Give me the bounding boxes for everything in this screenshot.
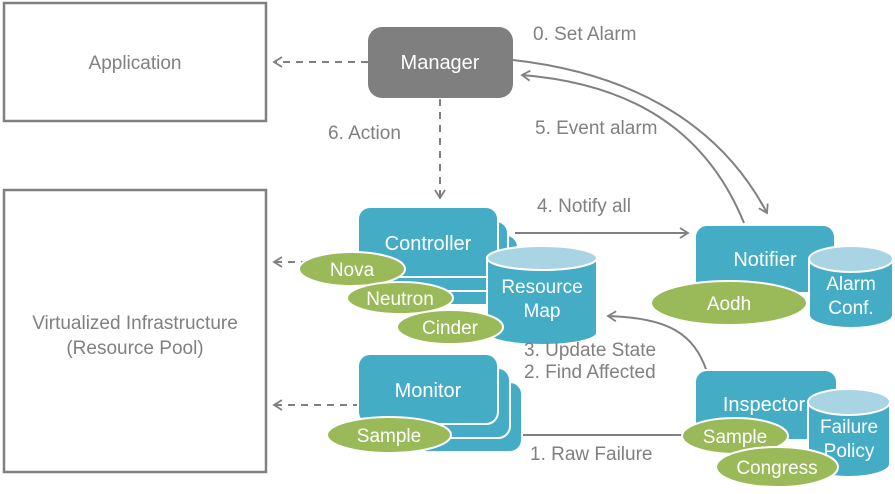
manager-to-notifier-set-alarm-arrow [512, 59, 769, 215]
nova-label: Nova [330, 260, 375, 281]
nova-plugin: Nova [298, 251, 406, 287]
aodh-ellipse [650, 280, 808, 326]
alarm-conf-label-line2: Conf. [828, 298, 873, 319]
aodh-plugin: Aodh [650, 280, 808, 326]
application-rect [2, 1, 268, 123]
cinder-plugin: Cinder [396, 309, 504, 345]
flow-label-find-affected: 2. Find Affected [524, 362, 656, 383]
cinder-label: Cinder [422, 318, 479, 339]
controller-label: Controller [385, 233, 472, 255]
virtualized-infrastructure-rect [2, 188, 268, 474]
cinder-ellipse [396, 309, 504, 345]
flow-label-notify-all: 4. Notify all [537, 196, 631, 217]
virtualized-infrastructure-label-line2: (Resource Pool) [66, 338, 203, 359]
congress-plugin: Congress [715, 446, 839, 488]
virtualized-infrastructure-box: Virtualized Infrastructure (Resource Poo… [2, 188, 268, 474]
neutron-ellipse [346, 281, 454, 315]
notifier-label: Notifier [733, 249, 797, 271]
inspector-to-resource-map-arrow [606, 310, 708, 373]
monitor-sample-label: Sample [357, 426, 421, 447]
failure-policy-cylinder-top [807, 388, 891, 416]
alarm-conf-datastore: Alarm Conf. [808, 245, 894, 329]
resource-map-datastore: Resource Map [486, 245, 598, 346]
failure-policy-label-line2: Policy [824, 441, 875, 462]
notifier-to-manager-event-alarm-arrow [520, 69, 745, 224]
congress-ellipse [715, 446, 839, 488]
alarm-conf-cylinder-body [808, 258, 894, 329]
manager-rect [368, 27, 513, 98]
application-box: Application [2, 1, 268, 123]
flow-label-update-state: 3. Update State [524, 340, 656, 361]
flow-label-action: 6. Action [328, 123, 401, 144]
inspector-label: Inspector [723, 394, 806, 416]
flow-label-event-alarm: 5. Event alarm [535, 118, 658, 139]
aodh-label: Aodh [707, 294, 751, 315]
application-label: Application [89, 53, 182, 74]
monitor-label: Monitor [395, 380, 462, 402]
flow-label-set-alarm: 0. Set Alarm [533, 24, 637, 45]
monitor-sample-ellipse [326, 416, 452, 454]
resource-map-cylinder-top [486, 245, 598, 271]
congress-label: Congress [736, 458, 817, 479]
virtualized-infrastructure-label-line1: Virtualized Infrastructure [32, 313, 238, 334]
resource-map-label-line1: Resource [501, 277, 582, 298]
neutron-label: Neutron [366, 289, 434, 310]
alarm-conf-cylinder-top [808, 245, 894, 273]
manager-node: Manager [368, 27, 513, 98]
resource-map-label-line2: Map [524, 301, 561, 322]
neutron-plugin: Neutron [346, 281, 454, 315]
failure-policy-label-line1: Failure [820, 417, 878, 438]
manager-label: Manager [401, 52, 480, 74]
alarm-conf-label-line1: Alarm [826, 274, 876, 295]
inspector-sample-label: Sample [703, 427, 767, 448]
inspector-sample-plugin: Sample [681, 417, 789, 455]
nova-ellipse [298, 251, 406, 287]
flow-label-raw-failure: 1. Raw Failure [530, 444, 653, 465]
monitor-sample-plugin: Sample [326, 416, 452, 454]
